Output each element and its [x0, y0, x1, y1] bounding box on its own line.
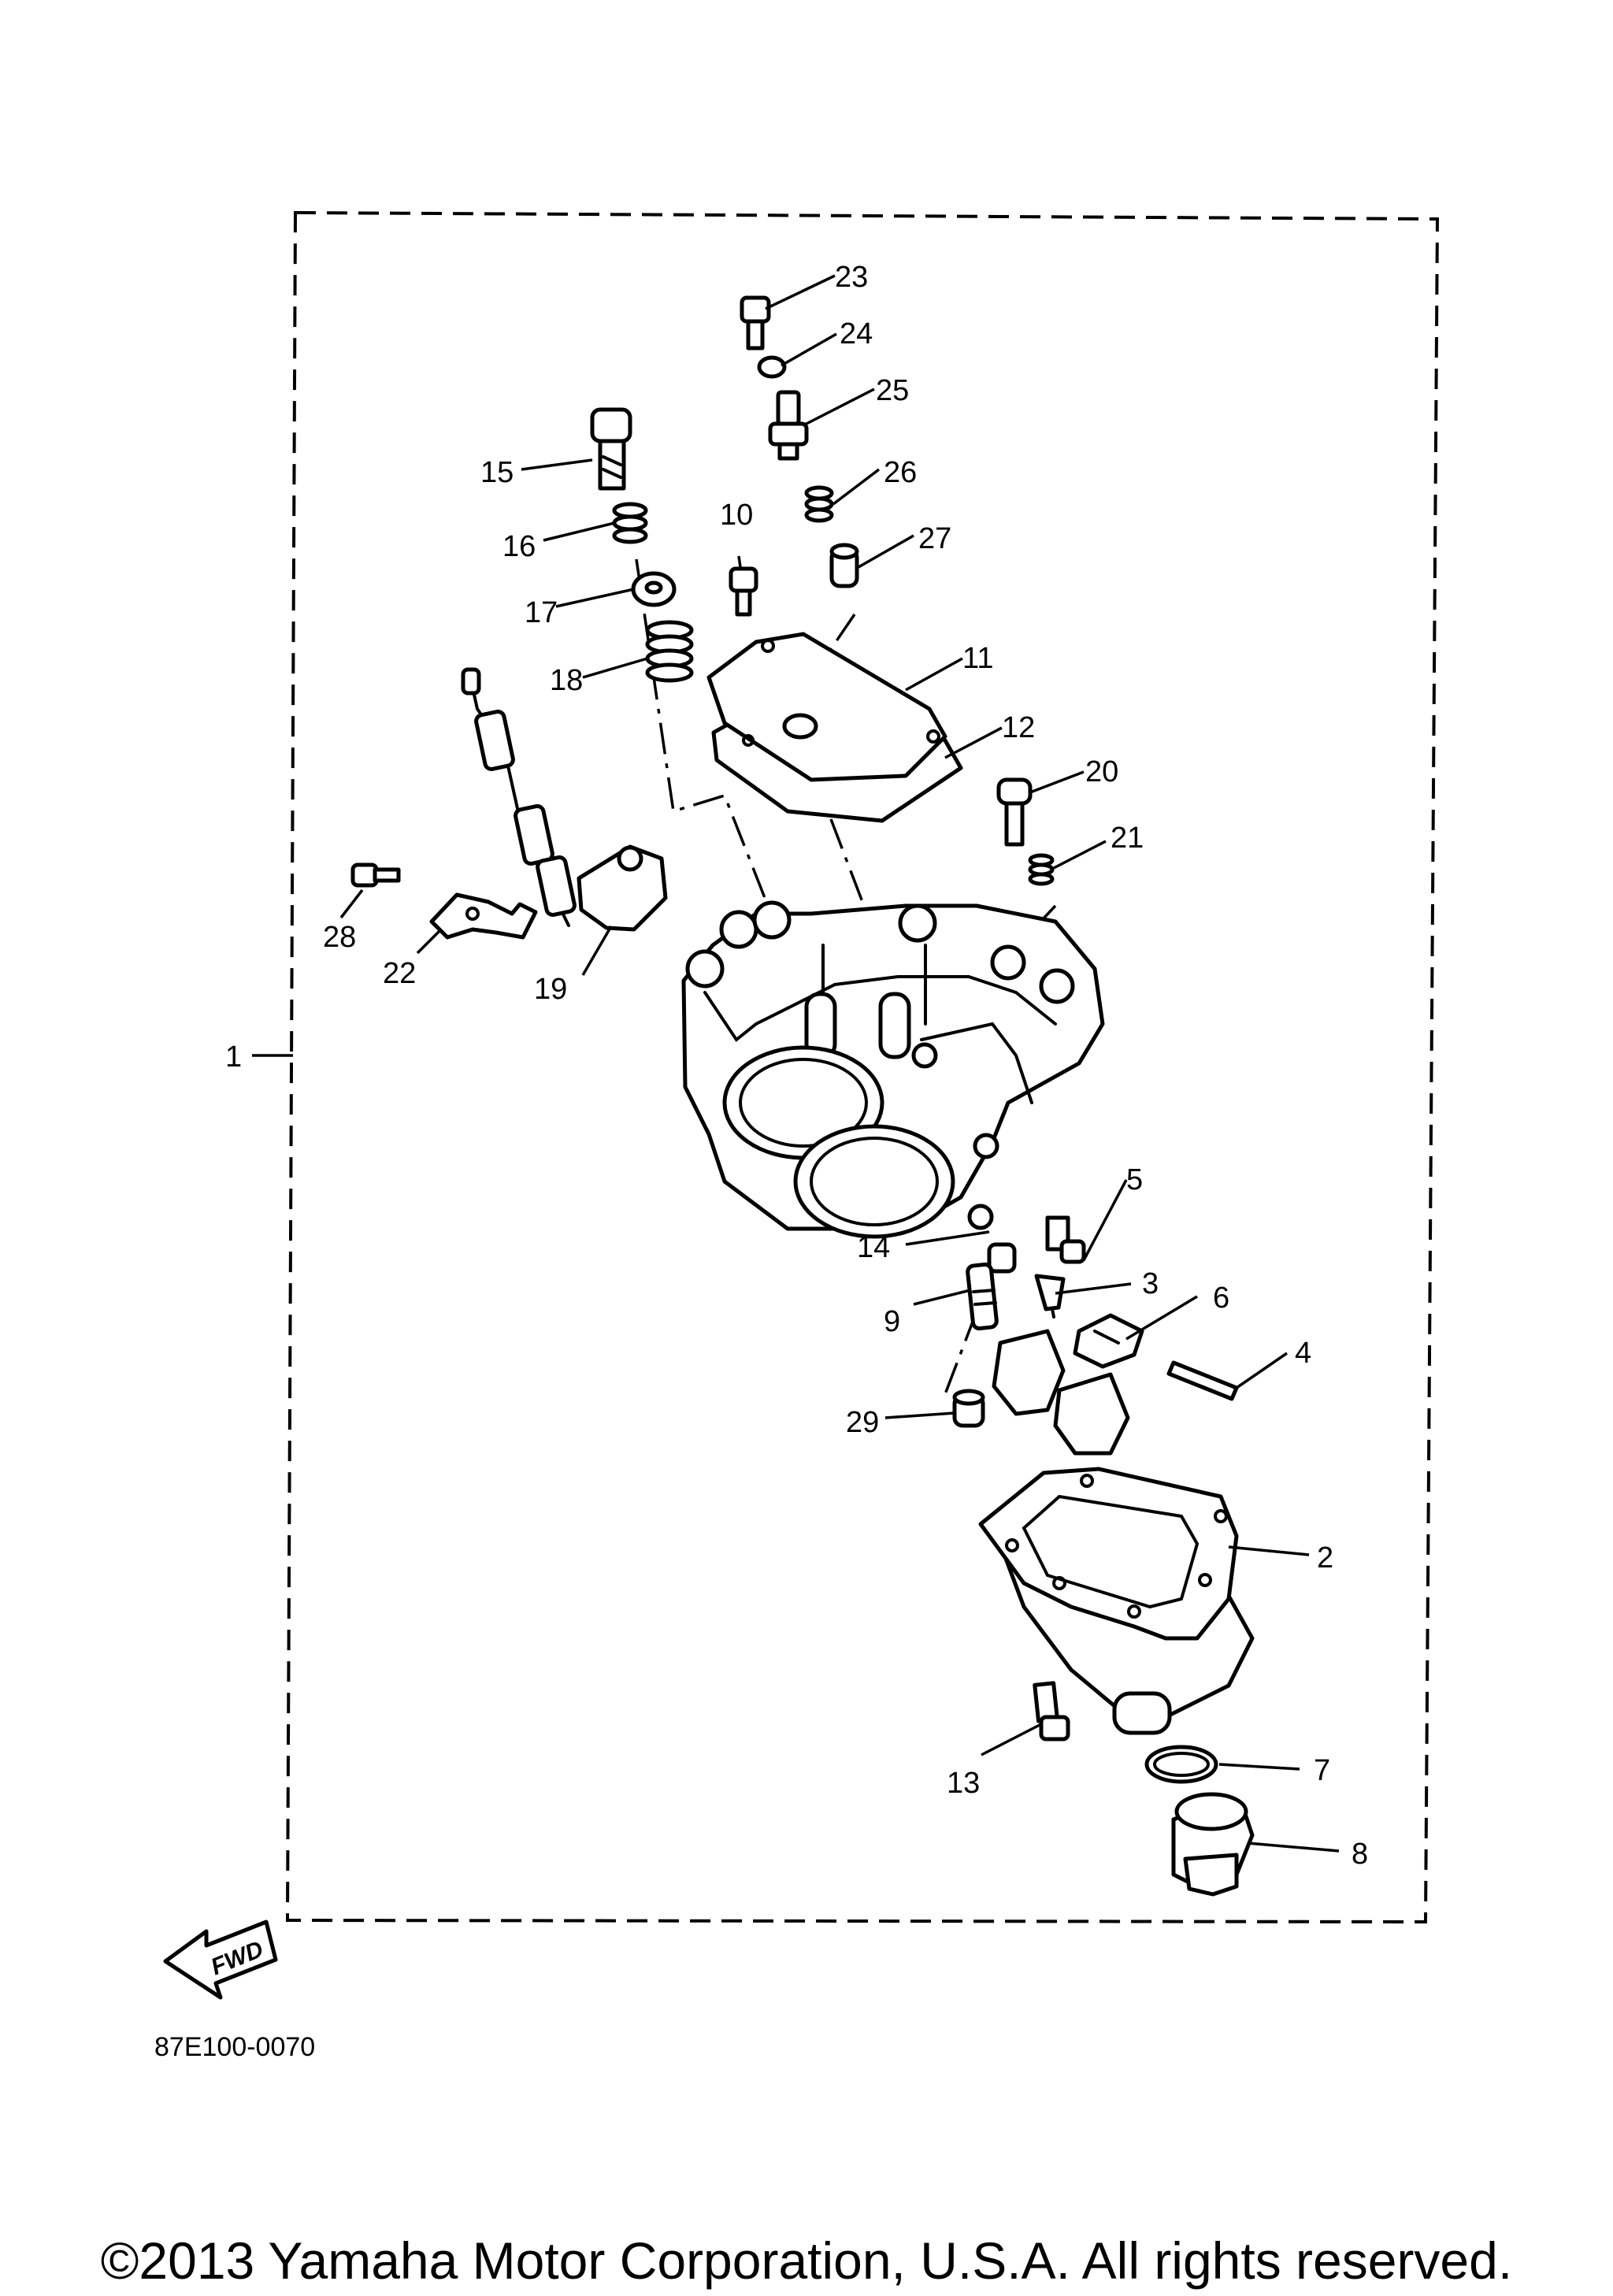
- part-20-screw: [996, 777, 1033, 847]
- callout-26: 26: [884, 456, 917, 489]
- callout-17: 17: [525, 596, 558, 629]
- part-19-throttle-sensor: [461, 667, 668, 932]
- assembly-boundary: [285, 210, 1440, 1924]
- callout-24: 24: [840, 317, 873, 351]
- callout-12: 12: [1002, 711, 1035, 744]
- callout-20: 20: [1085, 755, 1118, 788]
- part-4-pin: [1166, 1360, 1239, 1401]
- part-11-cover: [706, 632, 947, 782]
- callout-numbers: 23 24 25 26 27 10 11 12 20 21 15 16 17 1…: [225, 261, 1368, 1871]
- leader-lines: [339, 274, 1340, 1853]
- callout-18: 18: [550, 664, 583, 697]
- callout-2: 2: [1317, 1541, 1333, 1575]
- copyright-notice: ©2013 Yamaha Motor Corporation, U.S.A. A…: [100, 2231, 1513, 2290]
- part-21-spring: [1028, 853, 1055, 886]
- callout-22: 22: [383, 957, 416, 990]
- callout-8: 8: [1352, 1838, 1368, 1871]
- part-28-screw: [350, 862, 401, 888]
- part-15-screw: [590, 407, 632, 491]
- part-3-needle-valve: [1034, 1274, 1066, 1319]
- part-6-float: [992, 1313, 1144, 1456]
- callout-6: 6: [1213, 1282, 1229, 1315]
- callout-13: 13: [947, 1767, 980, 1800]
- callout-15: 15: [480, 456, 514, 489]
- part-10-screw: [729, 566, 758, 617]
- callout-21: 21: [1111, 822, 1144, 855]
- part-14-jet: [987, 1242, 1017, 1274]
- callout-11: 11: [962, 642, 993, 675]
- part-22-bracket: [429, 892, 538, 940]
- part-25-valve: [768, 390, 809, 461]
- callout-9: 9: [884, 1305, 900, 1338]
- callout-25: 25: [876, 374, 909, 407]
- part-27-cap: [829, 543, 859, 588]
- callout-3: 3: [1142, 1267, 1159, 1300]
- part-8-drain-plug: [1171, 1792, 1255, 1897]
- part-26-spring: [804, 485, 834, 523]
- callout-4: 4: [1295, 1337, 1311, 1370]
- part-5-screw: [1045, 1215, 1086, 1264]
- part-24-washer: [757, 355, 787, 379]
- callout-5: 5: [1126, 1163, 1143, 1196]
- callout-14: 14: [857, 1231, 890, 1264]
- part-16-spring: [612, 502, 648, 544]
- alignment-lines: [635, 558, 1057, 1395]
- part-17-washer: [631, 571, 677, 607]
- callout-23: 23: [835, 261, 868, 294]
- callout-10: 10: [720, 499, 753, 532]
- part-29-plug: [952, 1389, 985, 1428]
- callout-16: 16: [502, 530, 536, 563]
- part-9-jet: [966, 1262, 999, 1331]
- part-2-float-bowl: [978, 1467, 1255, 1735]
- callout-7: 7: [1314, 1754, 1330, 1787]
- fwd-arrow-icon: FWD: [163, 1920, 278, 2000]
- diagram-code: 87E100-0070: [154, 2032, 316, 2062]
- part-7-o-ring: [1144, 1745, 1218, 1784]
- callout-29: 29: [846, 1406, 879, 1439]
- callout-28: 28: [323, 921, 356, 954]
- callout-1: 1: [225, 1040, 242, 1074]
- callout-19: 19: [534, 973, 567, 1006]
- part-18-spring: [645, 620, 694, 683]
- carburetor-body: [681, 900, 1105, 1239]
- part-13-screw: [1033, 1681, 1070, 1741]
- callout-27: 27: [918, 522, 951, 555]
- part-23-screw: [740, 295, 771, 351]
